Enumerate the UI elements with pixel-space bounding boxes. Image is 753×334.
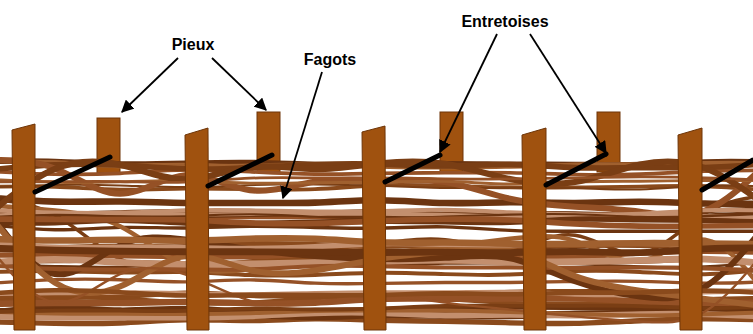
part-label: Fagots (304, 51, 356, 69)
part-label: Entretoises (461, 13, 548, 31)
front-stakes (12, 124, 702, 330)
braces (35, 154, 753, 192)
part-label: Pieux (172, 36, 215, 54)
leader-arrows (122, 34, 606, 198)
